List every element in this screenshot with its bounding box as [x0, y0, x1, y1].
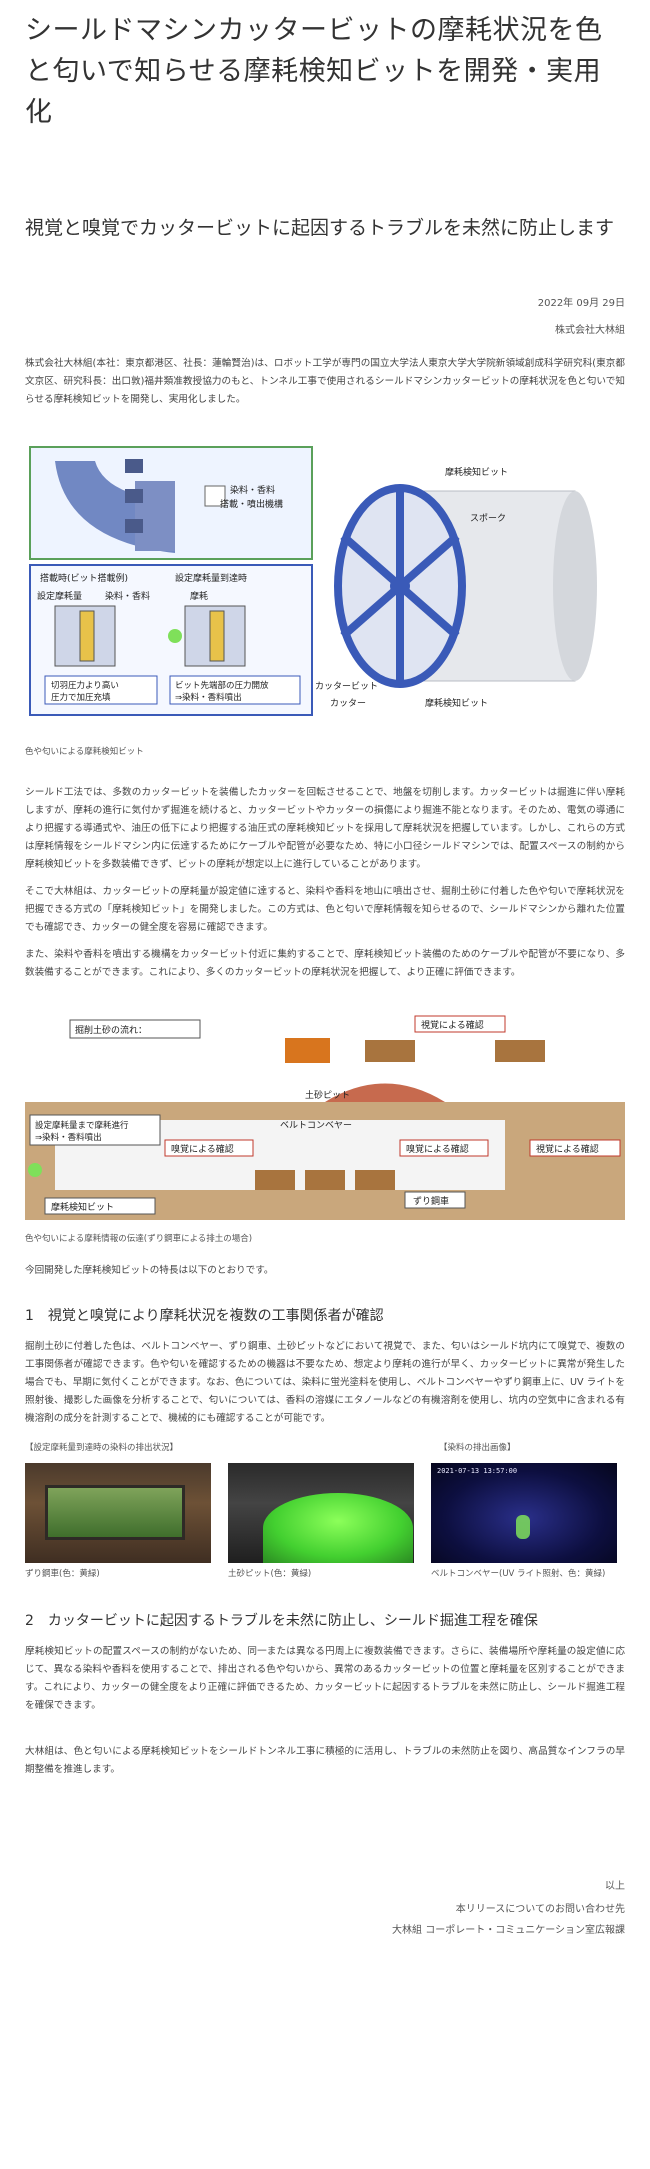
figure1-caption: 色や匂いによる摩耗検知ビット [25, 747, 144, 757]
label-cutter-bit: カッタービット [315, 681, 378, 692]
label-spoke: スポーク [470, 513, 506, 524]
photo1-caption: ずり鋼車(色：黄緑) [25, 1569, 100, 1579]
figure-wear-detection-bit: 染料・香料 搭載・噴出機構 搭載時(ビット搭載例) 設定摩耗量到達時 設定摩耗量… [25, 441, 625, 757]
label-mount: 搭載・噴出機構 [220, 498, 283, 510]
closing-paragraph: 大林組は、色と匂いによる摩耗検知ビットをシールドトンネル工事に積極的に活用し、ト… [25, 1746, 625, 1775]
excavator [285, 1038, 330, 1063]
footer-end: 以上 [605, 1881, 625, 1892]
label-flow: 掘削土砂の流れ： [75, 1024, 147, 1036]
label-pressure-2: 圧力で加圧充填 [51, 692, 111, 703]
photo-card: ずり鋼車(色：黄緑) [25, 1463, 211, 1581]
label-wear-bit2: 摩耗検知ビット [425, 697, 488, 709]
label-car: ずり鋼車 [413, 1195, 449, 1207]
label-wear: 摩耗 [190, 590, 208, 602]
section2-body: 摩耗検知ビットの配置スペースの制約がないため、同一または異なる円周上に複数装備で… [25, 1646, 625, 1711]
label-belt: ベルトコンベヤー [280, 1121, 352, 1131]
company-name: 株式会社大林組 [555, 325, 625, 336]
photo-row: ずり鋼車(色：黄緑) 土砂ピット(色：黄緑) 2021-07-13 13:57:… [25, 1463, 625, 1581]
label-set-wear: 設定摩耗量 [37, 590, 82, 602]
section1-body: 掘削土砂に付着した色は、ベルトコンベヤー、ずり鋼車、土砂ピットなどにおいて視覚で… [25, 1341, 625, 1424]
intro-paragraph-3: また、染料や香料を噴出する機構をカッタービット付近に集約することで、摩耗検知ビッ… [25, 949, 625, 978]
features-intro: 今回開発した摩耗検知ビットの特長は以下のとおりです。 [25, 1265, 274, 1276]
section1-heading: 1 視覚と嗅覚により摩耗状況を複数の工事関係者が確認 [25, 1308, 384, 1324]
photo-card: 土砂ピット(色：黄緑) [228, 1463, 414, 1581]
label-at-wear: 設定摩耗量到達時 [175, 572, 247, 584]
page-title: シールドマシンカッタービットの摩耗状況を色と匂いで知らせる摩耗検知ビットを開発・… [25, 15, 603, 128]
label-release-2: ⇒染料・香料噴出 [175, 692, 242, 703]
photo3-caption: ベルトコンベヤー(UV ライト照射、色：黄緑) [431, 1569, 606, 1579]
label-dye: 染料・香料 [230, 484, 275, 496]
wear-bit-diagram: 染料・香料 搭載・噴出機構 搭載時(ビット搭載例) 設定摩耗量到達時 設定摩耗量… [29, 446, 597, 716]
label-set-reach-1: 設定摩耗量まで摩耗進行 [35, 1120, 129, 1131]
footer-dept: 大林組 コーポレート・コミュニケーション室広報課 [392, 1925, 625, 1936]
photo-soil-pit [228, 1463, 414, 1563]
label-visual-right: 視覚による確認 [536, 1143, 599, 1155]
label-soil-pit: 土砂ピット [305, 1089, 350, 1101]
soil-pile [325, 1083, 445, 1102]
page-subtitle: 視覚と嗅覚でカッタービットに起因するトラブルを未然に防止します [25, 217, 615, 239]
label-wear-bit: 摩耗検知ビット [445, 466, 508, 478]
figure-wear-info-transmission: 掘削土砂の流れ： 視覚による確認 土砂ピット 設定摩耗量まで摩耗進行 ⇒染料・香… [25, 1010, 625, 1244]
transmission-diagram: 掘削土砂の流れ： 視覚による確認 土砂ピット 設定摩耗量まで摩耗進行 ⇒染料・香… [25, 1010, 625, 1220]
figure2-caption: 色や匂いによる摩耗情報の伝達(ずり鋼車による排土の場合) [25, 1234, 253, 1244]
photo3-stamp: 2021-07-13 13:57:00 [437, 1467, 518, 1475]
photo-card: 2021-07-13 13:57:00 ベルトコンベヤー(UV ライト照射、色：… [431, 1463, 617, 1581]
photo-muck-car [25, 1463, 211, 1563]
label-smell: 嗅覚による確認 [171, 1143, 234, 1155]
label-smell2: 嗅覚による確認 [406, 1143, 469, 1155]
footer-contact: 本リリースについてのお問い合わせ先 [455, 1904, 625, 1915]
intro-paragraph-1: シールド工法では、多数のカッタービットを装備したカッターを回転させることで、地盤… [25, 787, 625, 870]
article: シールドマシンカッタービットの摩耗状況を色と匂いで知らせる摩耗検知ビットを開発・… [25, 15, 625, 1936]
label-set-reach-2: ⇒染料・香料噴出 [35, 1132, 102, 1143]
photo-belt-uv: 2021-07-13 13:57:00 [431, 1463, 617, 1563]
photo-head-right: 【染料の排出画像】 [439, 1443, 516, 1453]
label-when-mounted: 搭載時(ビット搭載例) [40, 572, 128, 584]
label-pressure-1: 切羽圧力より高い [51, 680, 119, 691]
label-visual-top: 視覚による確認 [421, 1019, 484, 1031]
lead-paragraph: 株式会社大林組(本社：東京都港区、社長：蓮輪賢治)は、ロボット工学が専門の国立大… [25, 358, 625, 405]
intro-paragraph-2: そこで大林組は、カッタービットの摩耗量が設定値に達すると、染料や香料を地山に噴出… [25, 886, 625, 933]
release-date: 2022年 09月 29日 [537, 298, 625, 309]
label-wear-bit: 摩耗検知ビット [51, 1201, 114, 1213]
label-dye2: 染料・香料 [105, 590, 150, 602]
photo2-caption: 土砂ピット(色：黄緑) [228, 1569, 312, 1579]
photo-head-left: 【設定摩耗量到達時の染料の排出状況】 [25, 1443, 179, 1453]
label-cutter: カッター [330, 698, 366, 709]
label-release-1: ビット先端部の圧力開放 [175, 680, 269, 691]
section2-heading: 2 カッタービットに起因するトラブルを未然に防止し、シールド掘進工程を確保 [25, 1613, 538, 1629]
